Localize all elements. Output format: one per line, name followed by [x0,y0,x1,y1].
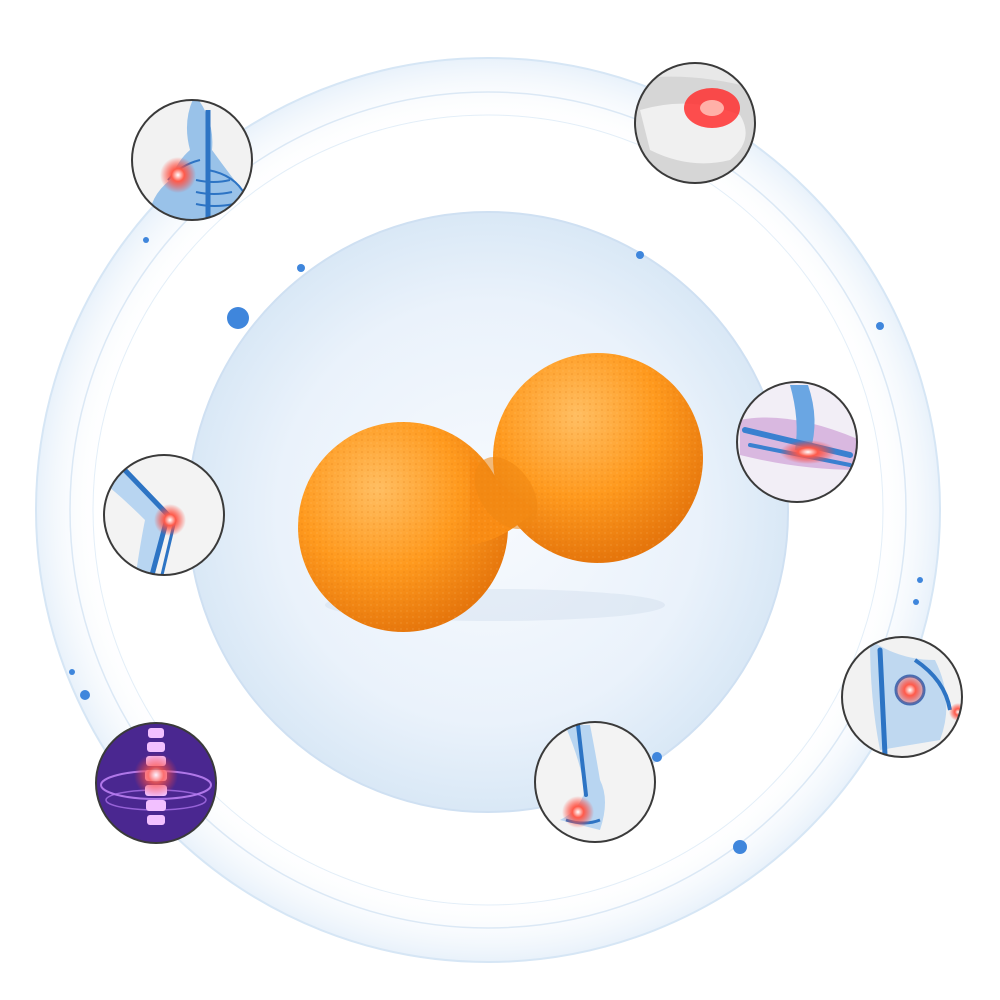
pain-circle-ankle [534,721,656,843]
pain-circle-elbow [736,381,858,503]
foot-ankle-icon [560,723,605,830]
decorative-dots [69,237,923,854]
spine-icon [96,723,216,843]
peanut-massage-ball [298,353,703,632]
pain-circle-spine [95,722,217,844]
pain-circle-knee [103,454,225,576]
pain-circle-hip [841,636,963,758]
knee-joint-icon [104,460,186,575]
hip-joint-icon [870,640,962,757]
pain-circle-lower-back [634,62,756,184]
back-skin-icon [635,76,755,183]
pain-circle-shoulder [131,99,253,221]
arm-elbow-icon [740,385,857,470]
